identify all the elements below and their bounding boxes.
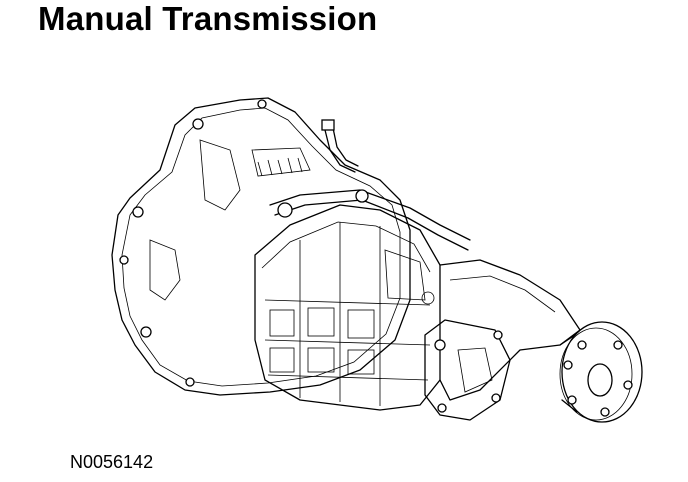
figure-id: N0056142 bbox=[70, 452, 154, 472]
output-flange bbox=[559, 321, 643, 423]
diagram-title: Manual Transmission bbox=[38, 0, 378, 37]
shift-rail bbox=[269, 189, 471, 251]
bell-housing bbox=[111, 97, 411, 396]
extension-housing bbox=[424, 259, 581, 421]
gear-case bbox=[254, 204, 441, 411]
breather-tube bbox=[321, 119, 359, 173]
